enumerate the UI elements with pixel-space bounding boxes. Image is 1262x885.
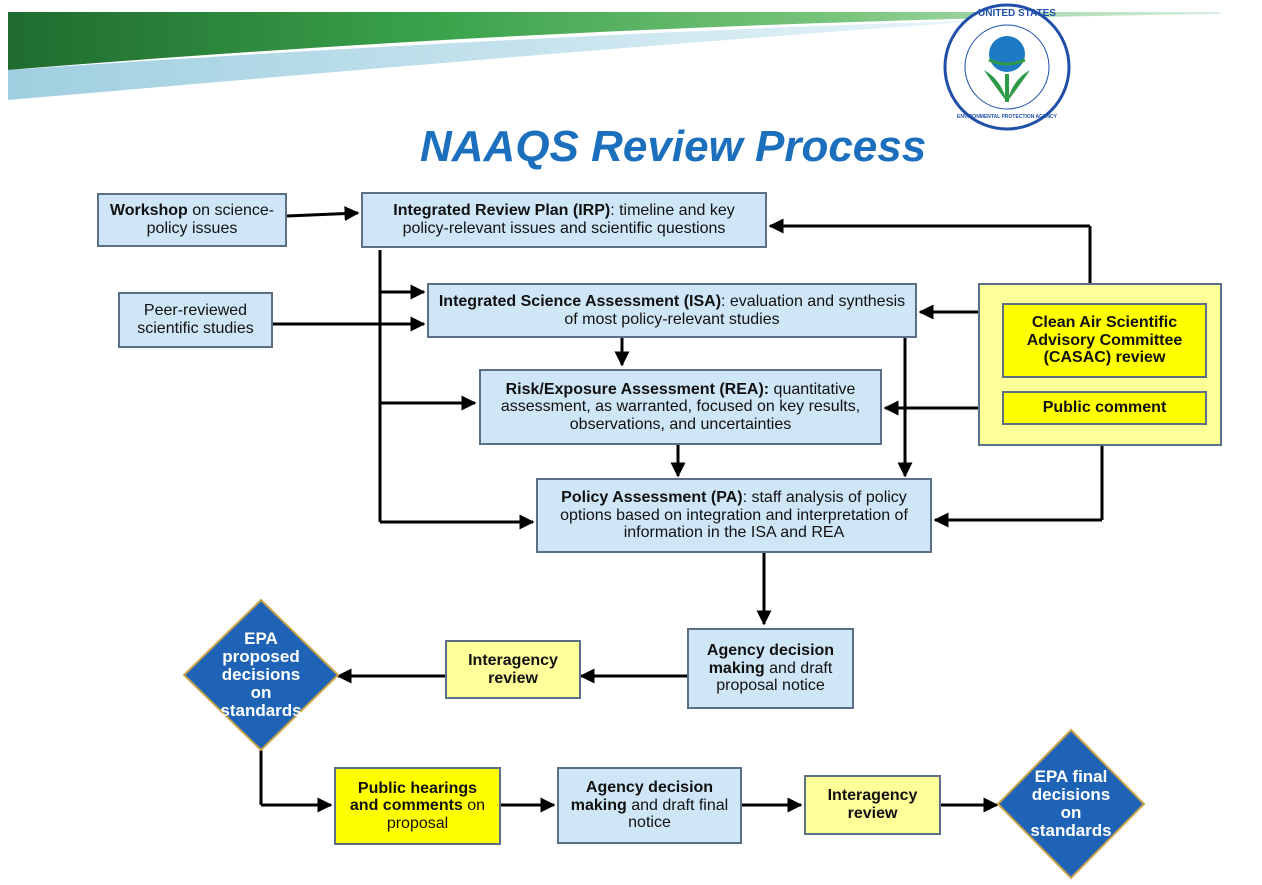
interagency-review-text-2: Interagency review — [827, 787, 918, 822]
header-banner — [8, 12, 1220, 100]
rea-label: Risk/Exposure Assessment (REA): — [505, 380, 770, 398]
epa-final-diamond: EPA final decisions on standards — [996, 728, 1146, 880]
workshop-text: on science-policy issues — [146, 202, 275, 237]
interagency-review-box-2: Interagency review — [804, 775, 941, 835]
public-hearings-label: Public hearings and comments — [349, 779, 478, 815]
page-title: NAAQS Review Process — [420, 122, 927, 171]
casac-review-text: Clean Air Scientific Advisory Committee … — [1026, 314, 1183, 367]
agency-proposal-label: Agency decision making — [706, 642, 835, 677]
isa-text: : evaluation and synthesis of most polic… — [564, 292, 906, 328]
isa-label: Integrated Science Assessment (ISA) — [438, 292, 722, 310]
public-comment-text: Public comment — [1042, 399, 1167, 417]
irp-label: Integrated Review Plan (IRP) — [393, 202, 611, 220]
public-hearings-box: Public hearings and comments on proposal — [334, 767, 501, 845]
interagency-review-box-1: Interagency review — [445, 640, 581, 699]
public-hearings-text: on proposal — [386, 797, 486, 832]
rea-text: quantitative assessment, as warranted, f… — [500, 380, 861, 433]
pa-box: Policy Assessment (PA): staff analysis o… — [536, 478, 932, 553]
agency-proposal-text: and draft proposal notice — [716, 659, 833, 695]
peer-reviewed-text: Peer-reviewed scientific studies — [137, 302, 254, 337]
logo-text-top: UNITED STATES — [978, 8, 1056, 19]
epa-logo: UNITED STATES ENVIRONMENTAL PROTECTION A… — [942, 2, 1072, 132]
epa-proposed-diamond: EPA proposed decisions on standards — [182, 598, 340, 752]
logo-text-bottom: ENVIRONMENTAL PROTECTION AGENCY — [957, 114, 1057, 120]
epa-proposed-text: EPA proposed decisions on standards — [220, 629, 302, 720]
pa-label: Policy Assessment (PA) — [561, 489, 743, 507]
pa-text: : staff analysis of policy options based… — [560, 489, 908, 542]
casac-review-box: Clean Air Scientific Advisory Committee … — [1002, 303, 1207, 378]
agency-final-text: and draft final notice — [626, 796, 729, 832]
workshop-label: Workshop — [109, 202, 188, 220]
isa-box: Integrated Science Assessment (ISA): eva… — [427, 283, 917, 338]
irp-box: Integrated Review Plan (IRP): timeline a… — [361, 192, 767, 248]
agency-final-label: Agency decision making — [570, 779, 714, 814]
rea-box: Risk/Exposure Assessment (REA): quantita… — [479, 369, 882, 445]
peer-reviewed-box: Peer-reviewed scientific studies — [118, 292, 273, 348]
workshop-box: Workshop on science-policy issues — [97, 193, 287, 247]
irp-text: : timeline and key policy-relevant issue… — [402, 202, 735, 237]
agency-proposal-box: Agency decision making and draft proposa… — [687, 628, 854, 709]
interagency-review-text-1: Interagency review — [468, 651, 558, 687]
public-comment-box: Public comment — [1002, 391, 1207, 425]
epa-final-text: EPA final decisions on standards — [1030, 767, 1112, 840]
agency-final-box: Agency decision making and draft final n… — [557, 767, 742, 844]
